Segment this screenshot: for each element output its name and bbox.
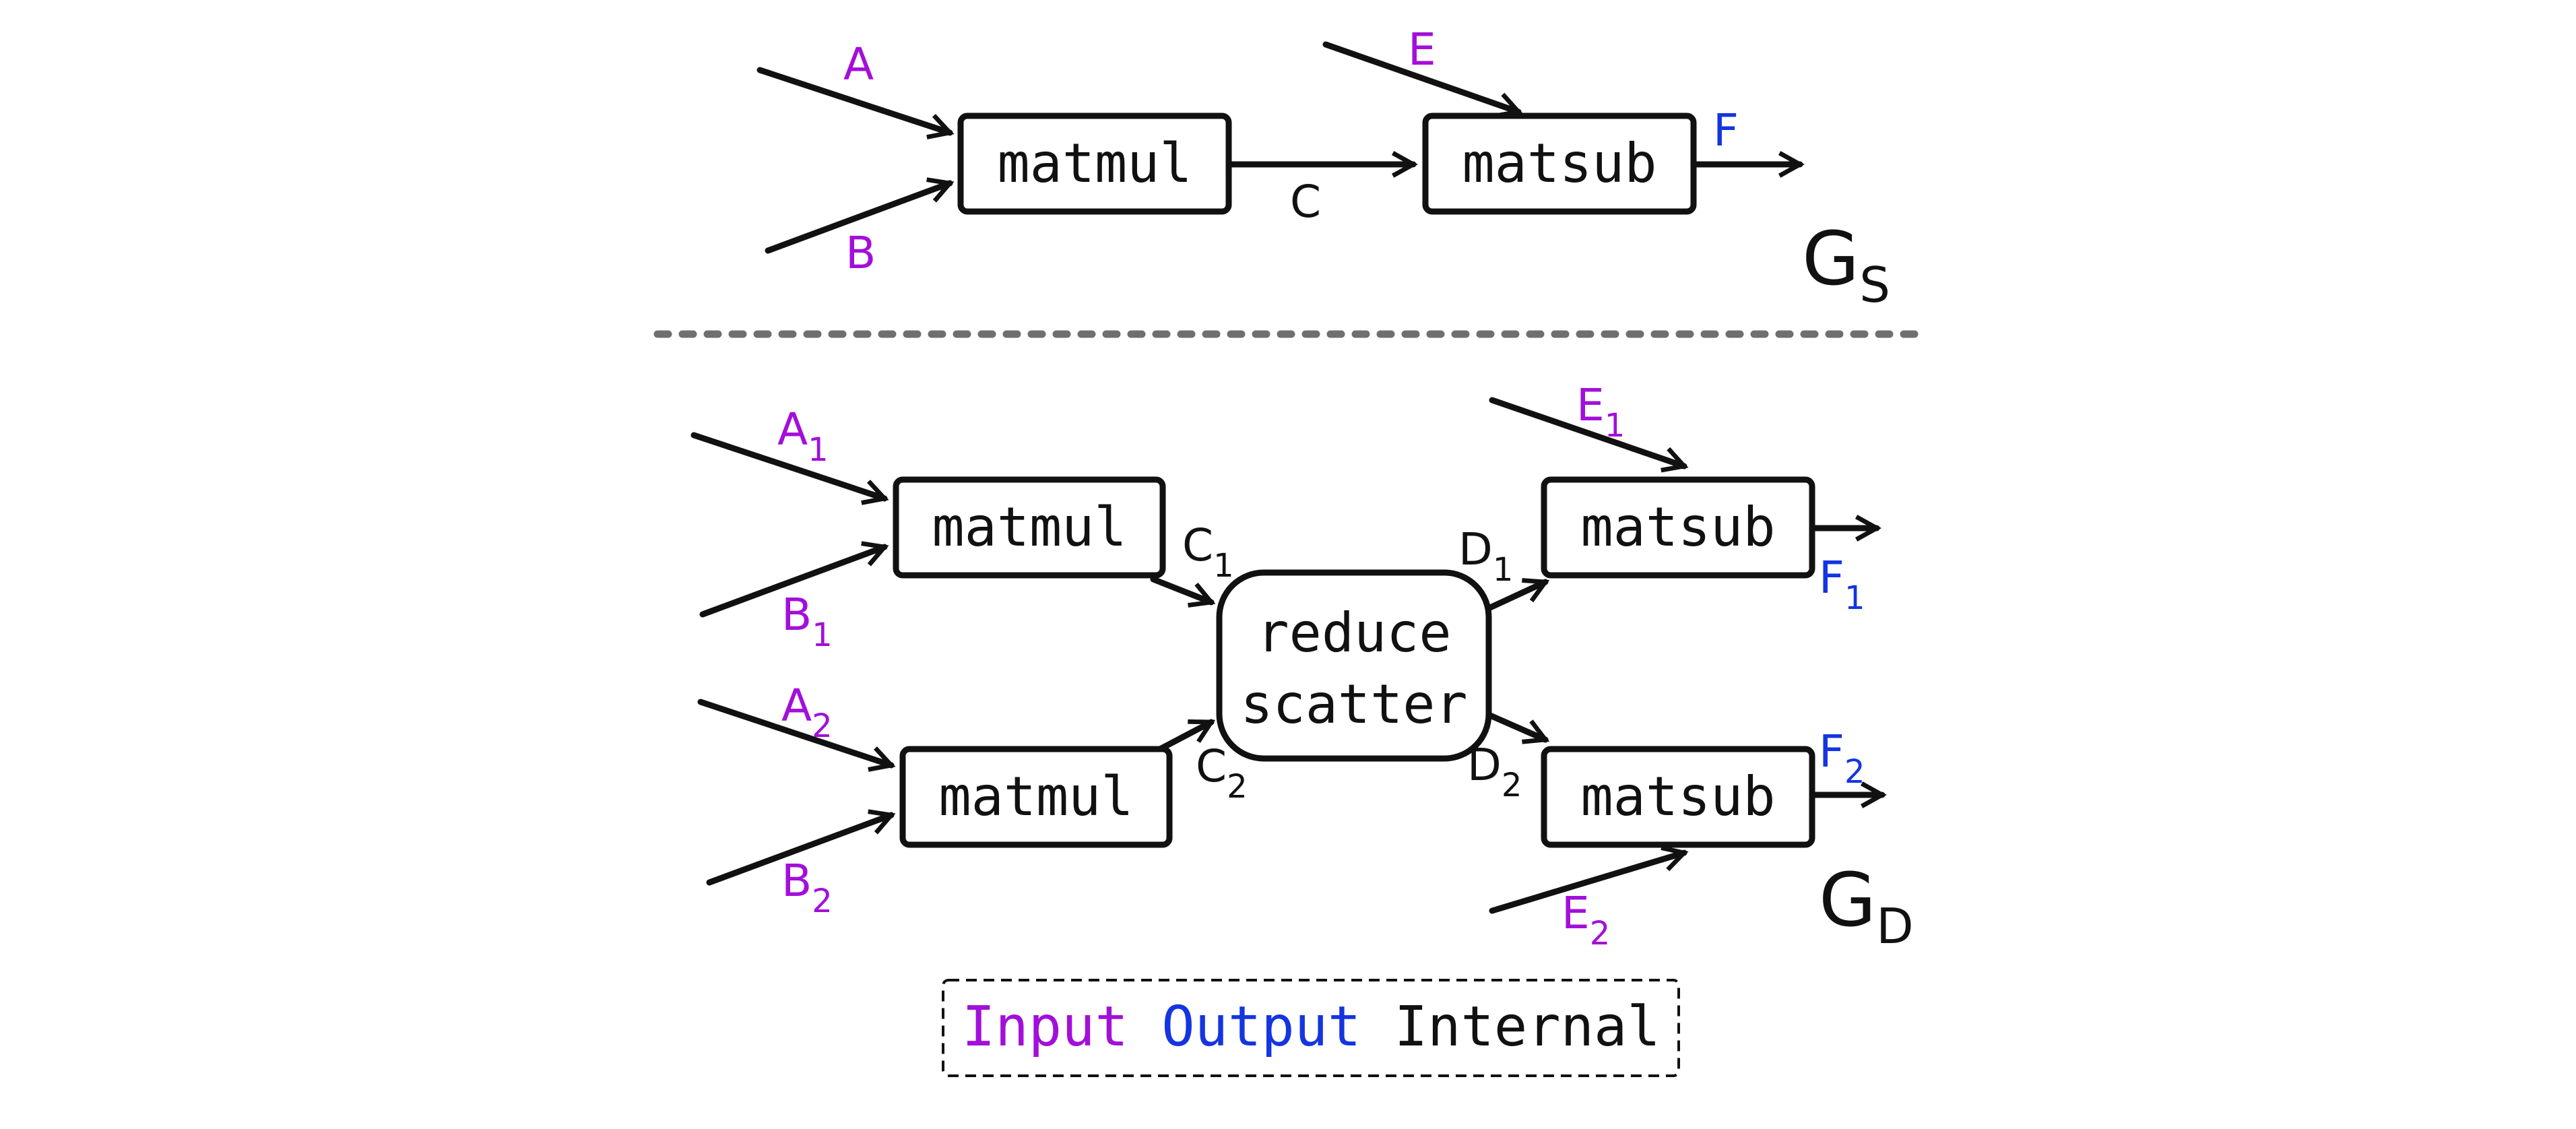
- edge-e2-arrow: [1489, 853, 1684, 914]
- matmul1-node: [893, 476, 1166, 579]
- edge-a2-label: A2: [781, 680, 833, 745]
- edge-e1-label: E1: [1576, 379, 1625, 445]
- edge-d2-label: D2: [1467, 739, 1522, 804]
- matsub1-node-label: matsub: [1581, 496, 1776, 558]
- edge-a-arrow: [756, 67, 950, 133]
- matsub2-node: [1541, 746, 1815, 848]
- edge-d1-arrow: [1487, 582, 1545, 611]
- edge-e2-label: E2: [1561, 887, 1610, 953]
- source-graph: matmul matsub A B C E F GS: [756, 24, 1890, 313]
- edge-c1-label: C1: [1182, 519, 1234, 585]
- edge-a2-arrow: [697, 699, 891, 765]
- edge-e1-arrow: [1489, 397, 1684, 466]
- edge-f2-label: F2: [1819, 725, 1865, 791]
- legend-internal: Internal: [1394, 995, 1661, 1059]
- reduce-scatter-label-line1: reduce: [1257, 602, 1452, 664]
- legend-input: Input: [962, 995, 1128, 1059]
- legend: Input Output Internal: [942, 979, 1680, 1077]
- edge-d1-label: D1: [1458, 523, 1513, 589]
- edge-b2-arrow: [706, 815, 891, 886]
- edge-b-arrow: [765, 183, 950, 254]
- edge-e-label: E: [1408, 24, 1436, 75]
- matmul2-node: [899, 746, 1173, 848]
- edge-b-label: B: [845, 227, 876, 279]
- legend-output: Output: [1161, 995, 1361, 1059]
- edge-b2-label: B2: [781, 855, 833, 920]
- legend-box: [942, 979, 1680, 1077]
- legend-text: Input Output Internal: [962, 995, 1661, 1059]
- edge-f1-label: F1: [1819, 552, 1865, 617]
- edge-f-label: F: [1713, 104, 1739, 156]
- edge-c1-arrow: [1150, 576, 1211, 602]
- matmul1-node-label: matmul: [932, 496, 1127, 558]
- edge-b1-label: B1: [781, 589, 833, 654]
- edge-a-label: A: [843, 38, 874, 90]
- matsub2-node-label: matsub: [1581, 765, 1776, 828]
- edge-c2-label: C2: [1196, 740, 1248, 806]
- edge-c-label: C: [1290, 176, 1321, 228]
- source-graph-title: GS: [1802, 216, 1890, 313]
- matmul-node-label: matmul: [998, 132, 1192, 195]
- reduce-scatter-node: [1216, 569, 1492, 762]
- edge-e-arrow: [1322, 41, 1518, 112]
- edge-d2-arrow: [1487, 712, 1545, 740]
- edge-b1-arrow: [699, 547, 884, 618]
- edge-a1-label: A1: [777, 404, 829, 469]
- reduce-scatter-label-line2: scatter: [1240, 673, 1467, 736]
- distributed-graph-title: GD: [1819, 857, 1914, 955]
- edge-a1-arrow: [690, 432, 884, 498]
- distributed-graph: matmul matmul reduce scatter matsub mats…: [690, 379, 1914, 955]
- matsub-node-label: matsub: [1462, 132, 1657, 195]
- matmul2-node-label: matmul: [939, 765, 1134, 828]
- edge-c2-arrow: [1157, 719, 1211, 752]
